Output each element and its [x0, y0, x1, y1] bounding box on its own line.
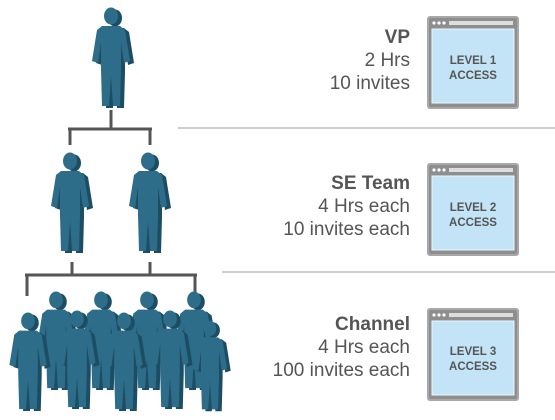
tier-invites: 10 invites	[329, 73, 410, 94]
access-window-1: LEVEL 1 ACCESS	[427, 16, 519, 109]
person-icon-vp	[92, 7, 134, 108]
access-label-line2: ACCESS	[449, 217, 497, 229]
tier-invites: 10 invites each	[283, 219, 410, 240]
tier-title: SE Team	[331, 173, 410, 194]
access-window-3: LEVEL 3 ACCESS	[427, 308, 519, 401]
tier-info-vp: VP 2 Hrs 10 invites	[330, 26, 410, 95]
connector-tier1-tier2	[68, 110, 152, 145]
tier-hours: 4 Hrs each	[318, 337, 410, 358]
connector-tier2-tier3	[25, 262, 197, 296]
tier-hours: 2 Hrs	[364, 50, 410, 71]
tier-info-se-team: SE Team 4 Hrs each 10 invites each	[283, 172, 410, 241]
tier-title: Channel	[335, 314, 410, 335]
access-label-line1: LEVEL 2	[450, 202, 496, 214]
access-label-line2: ACCESS	[449, 361, 497, 373]
tier-title: VP	[384, 27, 410, 48]
access-label-line1: LEVEL 1	[450, 55, 497, 67]
access-label-line2: ACCESS	[449, 70, 497, 82]
access-label-line1: LEVEL 3	[450, 346, 496, 358]
tier-invites: 100 invites each	[272, 360, 410, 381]
person-icon-se-2	[129, 152, 171, 253]
person-icon-se-1	[51, 152, 93, 253]
access-window-2: LEVEL 2 ACCESS	[427, 163, 519, 256]
tier-info-channel: Channel 4 Hrs each 100 invites each	[273, 313, 410, 382]
tier-hours: 4 Hrs each	[318, 196, 410, 217]
